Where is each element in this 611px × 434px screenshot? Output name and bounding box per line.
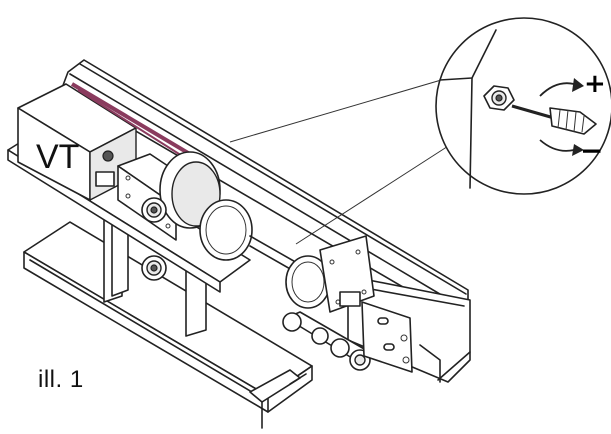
slotted-end-plate xyxy=(361,301,413,373)
large-pulley xyxy=(159,151,253,261)
callout-leaders xyxy=(229,77,471,245)
rotate-arrow-icon xyxy=(539,78,584,156)
screwdriver-icon xyxy=(511,104,597,135)
motor-screw xyxy=(102,150,114,162)
support-beam xyxy=(23,221,313,429)
end-bracket xyxy=(319,235,375,313)
figure-caption: ill. 1 xyxy=(38,366,84,393)
motor-box: VT xyxy=(17,83,137,201)
hex-nut-icon xyxy=(483,85,515,111)
bracket-nut-upper xyxy=(141,197,167,223)
plus-sign: + xyxy=(584,69,606,99)
bracket-nut-lower xyxy=(141,255,167,281)
detail-callout: + − xyxy=(435,17,611,195)
motor-shaft xyxy=(95,171,115,187)
motor-label: VT xyxy=(36,138,79,176)
minus-sign: − xyxy=(580,134,603,167)
tension-bolt xyxy=(282,311,371,371)
